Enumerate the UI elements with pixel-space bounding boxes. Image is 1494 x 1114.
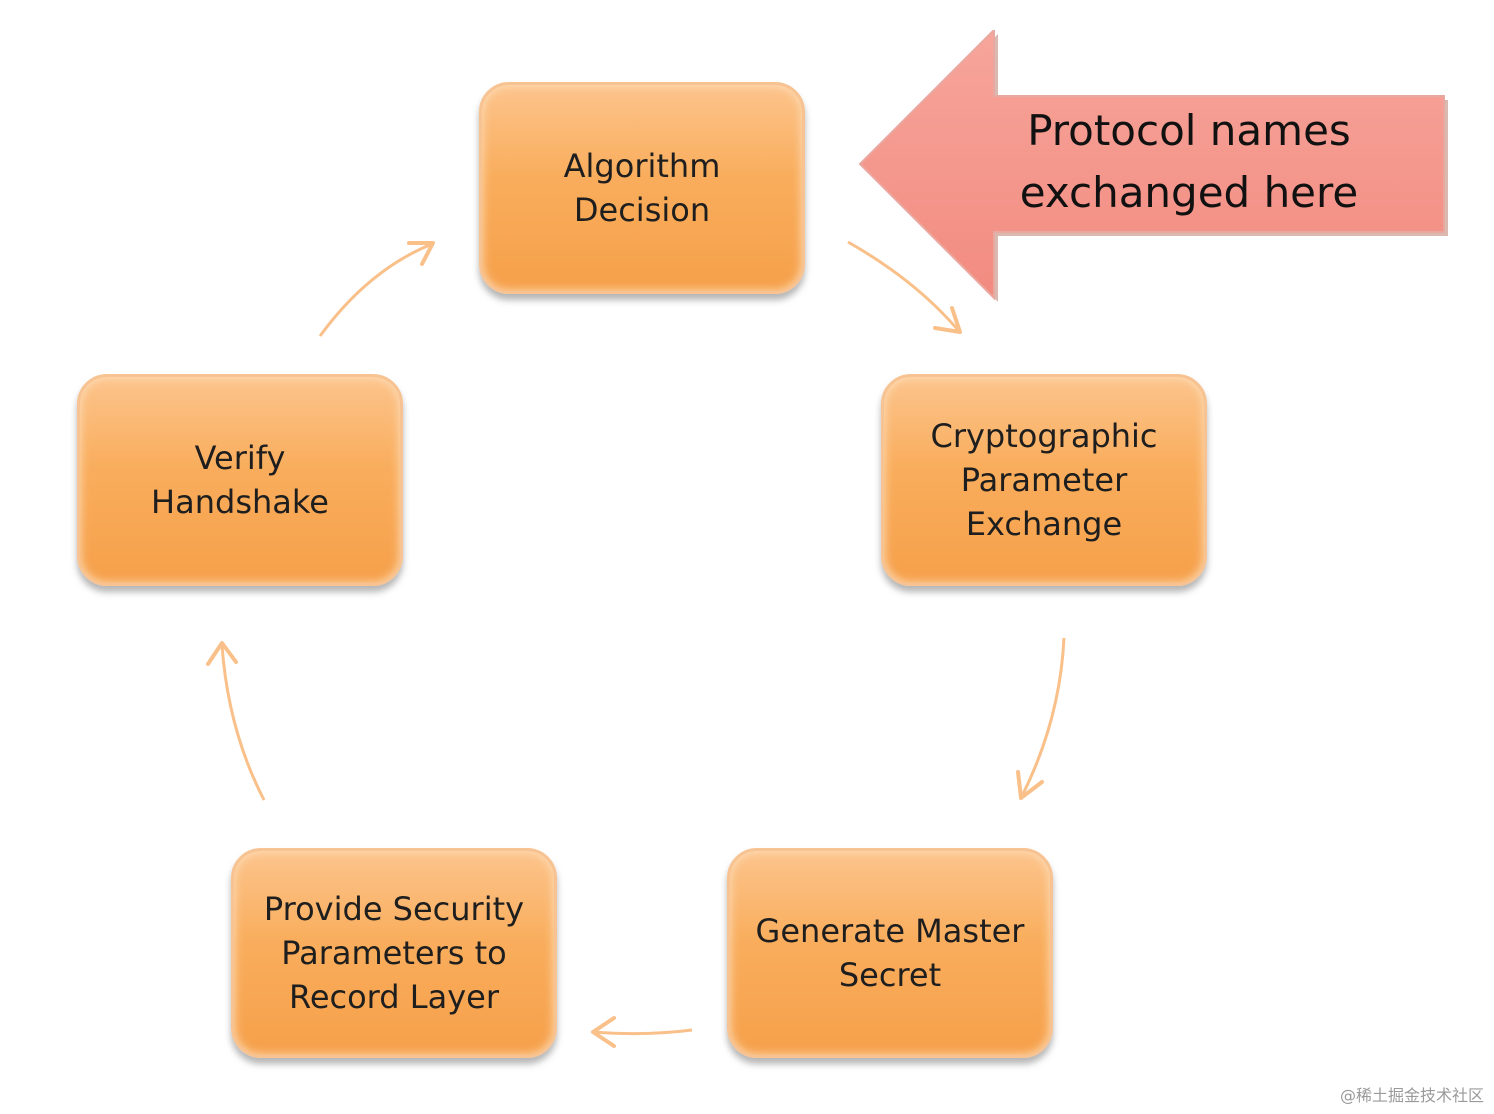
node-label: Provide Security Parameters to Record La… [263,890,525,1016]
node-label: Cryptographic Parameter Exchange [930,417,1158,543]
left-arrow-shape [858,30,1448,302]
edge-verify-to-algorithm [318,242,433,337]
node-label: Generate Master Secret [755,912,1025,994]
node-algorithm-decision: Algorithm Decision [479,82,805,294]
arrowhead-crypto-to-master [1016,770,1044,800]
arrowhead-provide-to-verify [206,641,238,666]
edge-algorithm-to-crypto [847,240,960,331]
callout-arrow: Protocol names exchanged here [856,30,1448,302]
node-provide-security-parameters: Provide Security Parameters to Record La… [231,848,557,1058]
edge-master-to-provide [593,1028,693,1036]
node-verify-handshake: Verify Handshake [77,374,403,586]
node-cryptographic-parameter-exchange: Cryptographic Parameter Exchange [881,374,1207,586]
node-label: Algorithm Decision [563,147,721,229]
edge-crypto-to-master [1020,637,1066,797]
arrowhead-master-to-provide [591,1016,616,1048]
node-label: Verify Handshake [151,439,329,521]
callout-label: Protocol names exchanged here [1019,106,1359,217]
node-generate-master-secret: Generate Master Secret [727,848,1053,1058]
arrowhead-verify-to-algorithm [407,241,435,266]
watermark: @稀土掘金技术社区 [1339,1086,1484,1105]
edge-provide-to-verify [220,644,266,801]
arrowhead-algorithm-to-crypto [933,306,962,334]
